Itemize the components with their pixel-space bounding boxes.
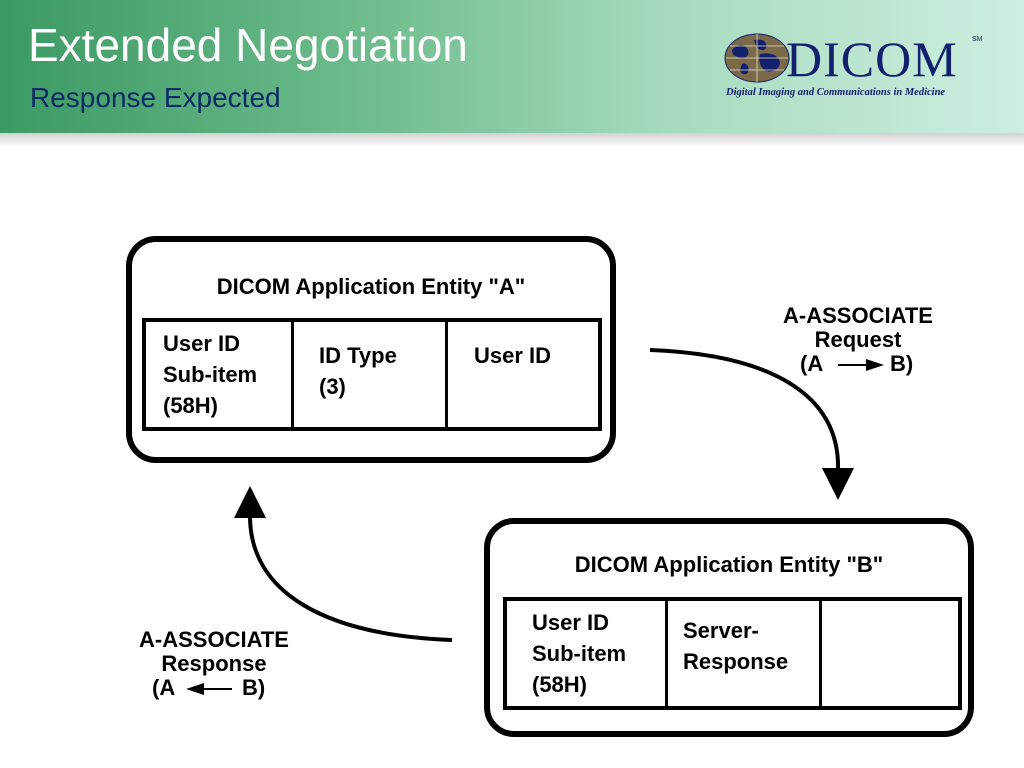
request-curve — [649, 348, 841, 471]
entity-b-cell-server-response: Server- Response — [683, 618, 789, 674]
request-label-line1: A-ASSOCIATE — [783, 303, 933, 328]
entity-b-box: DICOM Application Entity "B" User ID Sub… — [484, 518, 974, 737]
entity-a-cell-subitem: User ID Sub-item (58H) — [163, 331, 258, 418]
logo-tagline: Digital Imaging and Communications in Me… — [726, 87, 946, 98]
globe-icon — [724, 33, 790, 83]
request-direction: (A B) — [758, 352, 958, 376]
response-direction: (A B) — [114, 676, 314, 700]
entity-b-table: User ID Sub-item (58H) Server- Response — [503, 597, 962, 710]
entity-b-cell — [822, 601, 958, 706]
arrow-left-icon — [186, 683, 232, 695]
request-label-line2: Request — [814, 327, 902, 352]
request-label: A-ASSOCIATE Request (A B) — [758, 304, 958, 376]
response-label: A-ASSOCIATE Response (A B) — [114, 628, 314, 700]
entity-a-table: User ID Sub-item (58H) ID Type (3) User … — [142, 318, 602, 431]
response-arrowhead — [234, 486, 266, 518]
request-from: (A — [800, 351, 824, 376]
entity-a-cell: User ID — [448, 322, 598, 427]
logo-trademark: SM — [972, 36, 983, 43]
logo-wordmark: DICOM — [786, 31, 958, 87]
entity-b-cell: Server- Response — [668, 601, 822, 706]
arrow-right-icon — [838, 359, 884, 371]
dicom-logo: DICOM SM Digital Imaging and Communicati… — [724, 30, 994, 105]
request-arrowhead — [822, 468, 854, 500]
response-to: B) — [242, 675, 266, 700]
entity-a-cell: User ID Sub-item (58H) — [146, 322, 294, 427]
header-shadow — [0, 133, 1024, 147]
entity-a-title: DICOM Application Entity "A" — [216, 274, 526, 299]
entity-a-cell-userid: User ID — [474, 343, 552, 368]
entity-b-cell-subitem: User ID Sub-item (58H) — [532, 610, 627, 697]
entity-b-title: DICOM Application Entity "B" — [574, 552, 884, 577]
entity-a-cell-idtype: ID Type (3) — [319, 343, 397, 399]
slide-title: Extended Negotiation — [28, 19, 468, 71]
entity-a-box: DICOM Application Entity "A" User ID Sub… — [126, 236, 616, 463]
entity-a-cell: ID Type (3) — [294, 322, 448, 427]
response-from: (A — [152, 675, 176, 700]
slide-subtitle: Response Expected — [30, 82, 281, 113]
response-label-line1: A-ASSOCIATE — [139, 627, 289, 652]
entity-b-cell: User ID Sub-item (58H) — [507, 601, 668, 706]
response-curve — [248, 515, 453, 642]
request-to: B) — [890, 351, 914, 376]
slide-header — [0, 0, 1024, 133]
response-label-line2: Response — [161, 651, 267, 676]
